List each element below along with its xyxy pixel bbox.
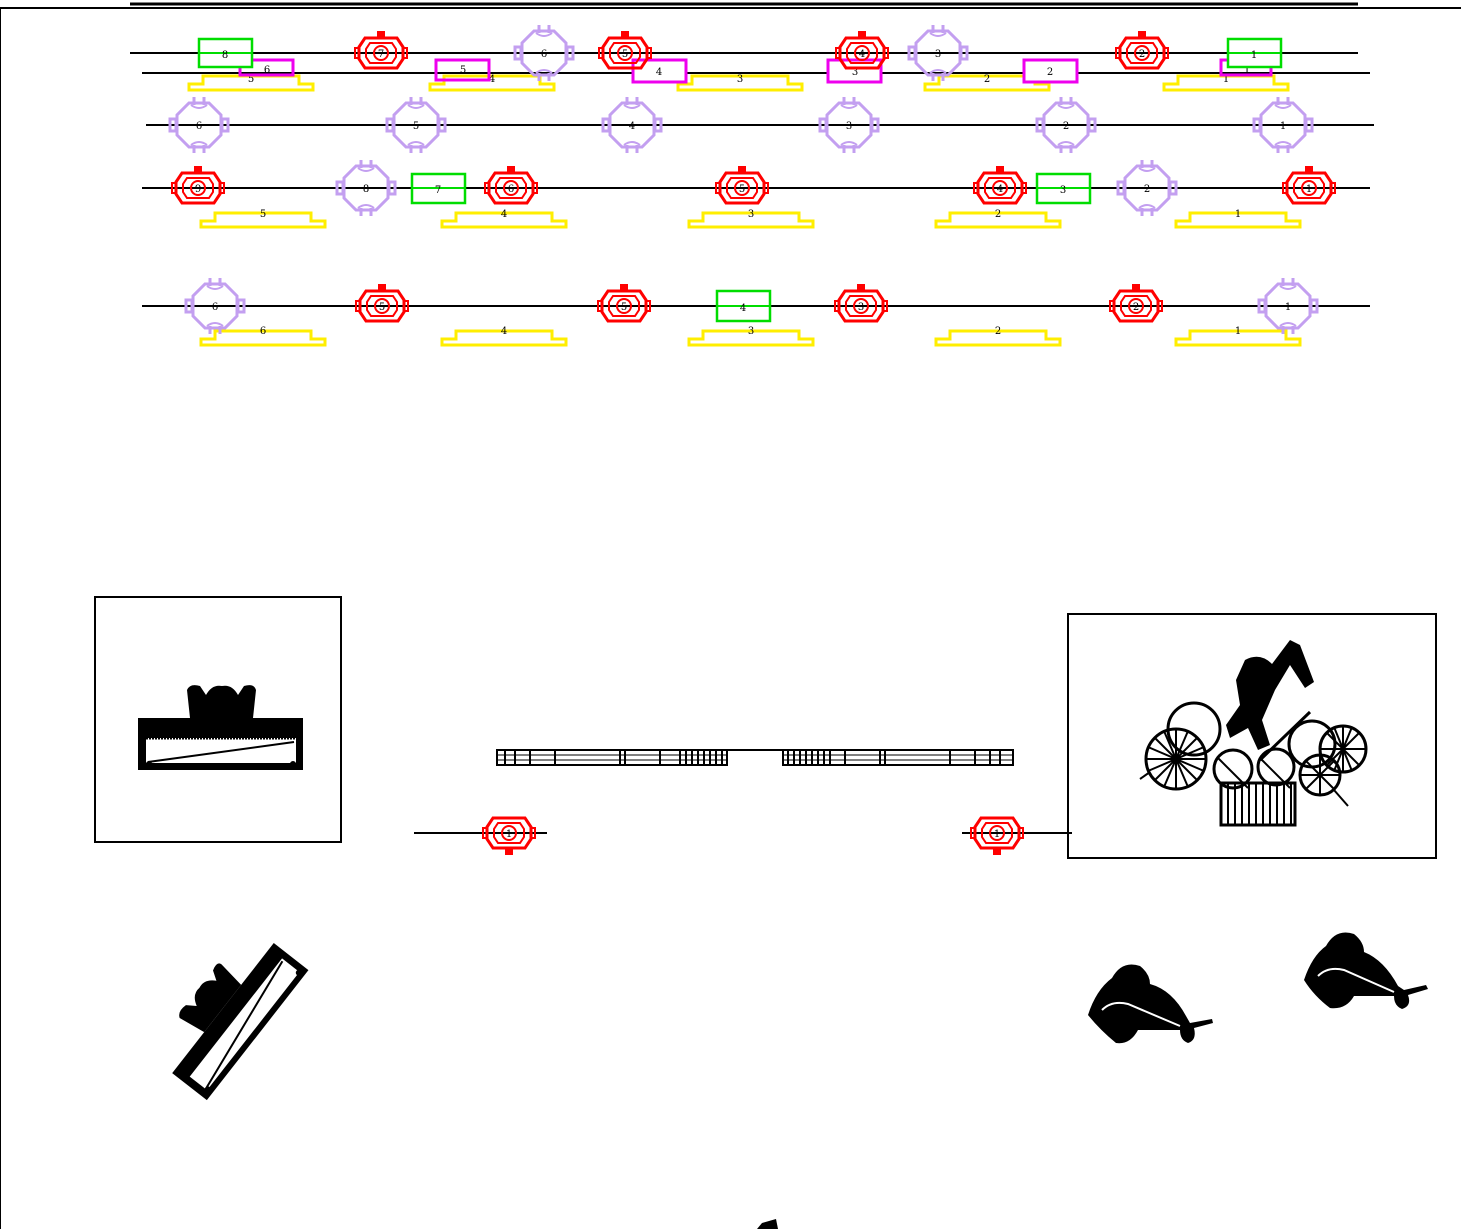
platform-label: 3 [737,74,743,85]
platform-label: 2 [995,209,1001,220]
fixture-label: 2 [1047,67,1053,78]
platform-label: 4 [501,326,507,337]
platform-label: 4 [489,74,495,85]
drummer-box [1067,613,1437,859]
guitarist-icon [1304,932,1428,1009]
fixture-label: 5 [413,121,419,132]
fixture-label: 3 [846,121,852,132]
row-4: 6 4 3 2 1 6 1 5 5 3 2 4 [142,276,1370,347]
bottom-fixture-left: 1 [414,816,547,857]
fixture-label: 5 [622,49,628,60]
fixture-label: 9 [195,184,201,195]
drummer-icon [1139,640,1368,827]
fixture-label: 6 [264,65,270,76]
fixture-label: 8 [363,184,369,195]
fixture-label: 2 [1144,184,1150,195]
platform-label: 2 [995,326,1001,337]
fixture-label: 5 [379,302,385,313]
keyboard-player-rotated-icon [172,943,309,1101]
platform-label: 1 [1235,326,1241,337]
fixture-label: 1 [1306,184,1312,195]
rectangular-fixture-icon [631,58,688,84]
fixture-label: 1 [506,829,512,840]
fixture-label: 2 [1063,121,1069,132]
platform-label: 6 [260,326,266,337]
row-3: 5 4 3 2 1 9 6 5 4 1 8 2 7 3 [142,158,1370,229]
platform-label: 5 [248,74,254,85]
fixture-label: 4 [629,121,635,132]
guitarist-icon [1088,964,1213,1044]
fixture-label: 7 [378,49,384,60]
fixture-label: 4 [656,67,662,78]
fixture-label: 5 [739,184,745,195]
platform-label: 3 [748,209,754,220]
fixture-label: 5 [621,302,627,313]
fixture-label: 1 [1280,121,1286,132]
rectangular-fixture-icon [434,58,491,82]
platform-label: 5 [260,209,266,220]
platform-label: 4 [501,209,507,220]
fixture-label: 3 [852,67,858,78]
fixture-label: 2 [1133,302,1139,313]
fixture-label: 6 [541,49,547,60]
fixture-label: 7 [435,185,441,196]
fixture-label: 4 [859,49,865,60]
platform-label: 3 [748,326,754,337]
fixture-label: 3 [1060,185,1066,196]
fixture-label: 1 [1251,50,1257,61]
rectangular-fixture-icon [1022,58,1079,84]
row-1: 5 4 3 2 1 6 5 4 3 2 1 8 1 7 5 4 [130,23,1370,92]
fixture-label: 3 [858,302,864,313]
bottom-fixture-right: 1 [962,816,1072,857]
center-riser-icon [496,749,1014,766]
fixture-label: 1 [1244,65,1250,76]
fixture-label: 3 [935,49,941,60]
platform-label: 2 [984,74,990,85]
row-2: 6 5 4 3 2 1 [146,95,1374,155]
keyboard-player-icon [138,685,303,770]
keyboard-player-box [94,596,342,843]
fixture-label: 8 [222,50,228,61]
platform-label: 1 [1223,74,1229,85]
partial-figure-icon [757,1219,778,1229]
platform-label: 1 [1235,209,1241,220]
fixture-label: 5 [460,65,466,76]
fixture-label: 2 [1139,49,1145,60]
fixture-label: 1 [994,829,1000,840]
fixture-label: 6 [196,121,202,132]
fixture-label: 4 [740,303,746,314]
fixture-label: 6 [212,302,218,313]
fixture-label: 4 [997,184,1003,195]
fixture-label: 1 [1285,302,1291,313]
fixture-label: 6 [508,184,514,195]
rectangular-fixture-icon [826,58,883,84]
